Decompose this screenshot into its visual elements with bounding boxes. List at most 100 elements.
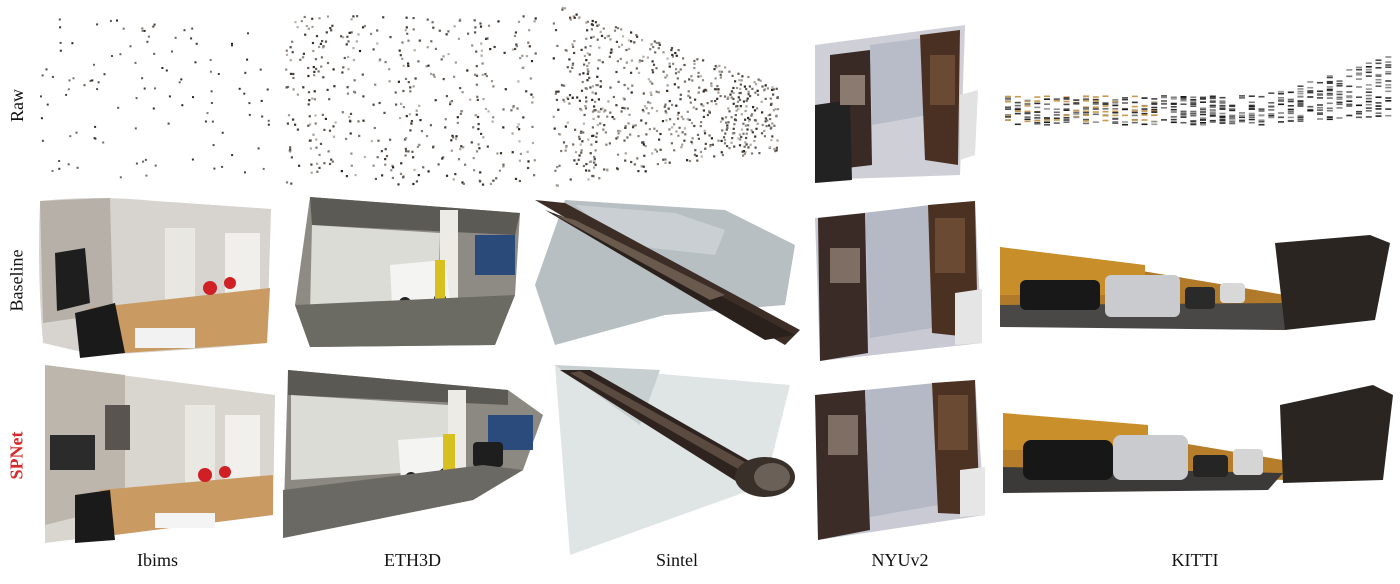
lidar-point — [1024, 100, 1031, 103]
point — [192, 96, 194, 99]
point — [651, 60, 654, 63]
point — [689, 96, 692, 99]
point — [569, 178, 572, 181]
point — [769, 146, 772, 149]
point — [775, 146, 778, 149]
column-label-kitti: KITTI — [1171, 550, 1219, 570]
point — [422, 166, 425, 169]
lidar-point — [1161, 96, 1167, 99]
point — [617, 129, 620, 132]
lidar-point — [1258, 110, 1265, 112]
point — [576, 96, 579, 99]
point — [531, 141, 535, 145]
point — [602, 110, 606, 113]
point — [511, 151, 514, 154]
point — [763, 135, 766, 138]
point — [67, 88, 70, 91]
lidar-point — [1092, 111, 1099, 113]
point — [257, 147, 260, 150]
point — [134, 61, 137, 64]
point — [687, 90, 690, 93]
point — [492, 179, 495, 182]
lidar-point — [1375, 78, 1382, 81]
point — [730, 141, 733, 144]
point — [774, 150, 777, 153]
point — [771, 135, 774, 138]
point — [554, 92, 557, 95]
point — [693, 124, 696, 128]
point — [346, 92, 350, 95]
lidar-point — [1336, 93, 1343, 96]
point — [204, 120, 207, 123]
point — [749, 143, 752, 146]
point — [402, 89, 405, 93]
point — [83, 84, 86, 87]
point — [485, 37, 488, 40]
point — [415, 113, 418, 116]
lidar-point — [1346, 103, 1353, 106]
point — [655, 90, 658, 93]
point — [58, 167, 61, 170]
point — [309, 123, 312, 126]
point — [352, 59, 355, 62]
point — [764, 117, 767, 120]
lidar-point — [1317, 90, 1323, 93]
point — [673, 149, 676, 152]
point — [730, 90, 733, 93]
point — [656, 163, 659, 166]
point — [675, 104, 678, 107]
lidar-point — [1307, 109, 1314, 112]
point — [313, 98, 316, 101]
point — [582, 72, 585, 75]
point — [318, 45, 321, 48]
lidar-point — [1180, 110, 1187, 113]
lidar-point — [1278, 99, 1284, 101]
point — [71, 42, 74, 45]
lidar-point — [1287, 116, 1294, 119]
point — [734, 119, 738, 122]
point — [623, 83, 626, 87]
point — [588, 76, 591, 79]
lidar-point — [1014, 104, 1021, 107]
lidar-point — [1385, 70, 1392, 73]
point — [686, 159, 689, 162]
point — [720, 151, 723, 154]
point — [654, 148, 657, 151]
point — [402, 176, 405, 179]
lidar-point — [1180, 96, 1187, 98]
point — [661, 120, 665, 123]
lidar-point — [1317, 97, 1323, 99]
point — [302, 56, 305, 59]
point — [413, 168, 416, 171]
point — [46, 103, 49, 106]
lidar-point — [1141, 114, 1148, 116]
point — [761, 123, 764, 127]
point — [727, 96, 730, 99]
lidar-point — [1229, 114, 1236, 117]
point — [496, 152, 499, 155]
lidar-point — [1375, 115, 1382, 117]
point — [210, 90, 213, 93]
lidar-point — [1356, 66, 1362, 69]
point — [588, 53, 591, 56]
point — [636, 35, 639, 38]
point — [450, 139, 453, 142]
point — [617, 132, 620, 135]
point — [511, 132, 514, 135]
column-label-sintel: Sintel — [655, 550, 698, 570]
point — [350, 31, 353, 34]
point — [41, 74, 44, 77]
lidar-point — [1209, 112, 1216, 114]
point — [641, 141, 644, 144]
point — [753, 139, 756, 143]
point — [724, 132, 727, 135]
lidar-point — [1219, 112, 1226, 115]
point — [318, 17, 321, 20]
point — [615, 104, 618, 107]
lidar-point — [1297, 88, 1304, 90]
lidar-point — [1219, 96, 1226, 99]
point — [591, 98, 594, 101]
lidar-point — [1326, 107, 1333, 110]
point — [461, 91, 464, 94]
point — [477, 143, 480, 146]
